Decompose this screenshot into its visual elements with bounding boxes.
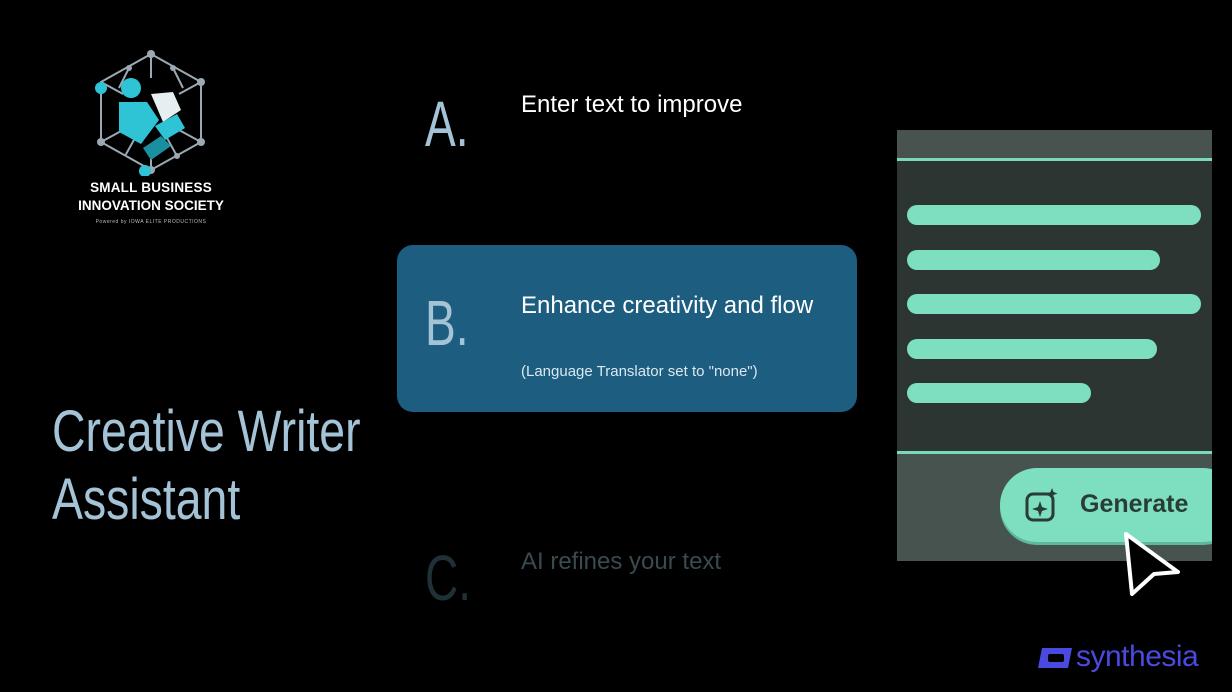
text-line-placeholder [907, 205, 1201, 225]
text-line-placeholder [907, 383, 1091, 403]
synthesia-logo-icon [1038, 648, 1072, 668]
page-title: Creative Writer Assistant [52, 398, 361, 534]
step-text: AI refines your text [521, 548, 722, 575]
step-text: Enhance creativity and flow [521, 292, 814, 319]
step-letter: A. [425, 88, 469, 160]
pointer-cursor-icon [1124, 532, 1180, 596]
step-letter: C. [425, 542, 472, 614]
sparkle-plus-icon [1025, 488, 1058, 522]
watermark-text: synthesia [1076, 640, 1199, 673]
text-line-placeholder [907, 339, 1157, 359]
logo-line-3: Powered by IOWA ELITE PRODUCTIONS [95, 219, 207, 225]
step-text: Enter text to improve [521, 91, 743, 118]
step-letter: B. [425, 287, 469, 359]
page-title-line-1: Creative Writer [52, 399, 361, 464]
text-editor-panel: Generate [897, 130, 1212, 561]
hexagon-network-emblem-icon [95, 50, 205, 176]
editor-text-area[interactable] [897, 161, 1212, 454]
step-c: C. AI refines your text [397, 540, 857, 620]
text-line-placeholder [907, 250, 1160, 270]
editor-toolbar [897, 130, 1212, 161]
logo-line-2: INNOVATION SOCIETY [78, 198, 224, 213]
page-title-line-2: Assistant [52, 467, 241, 532]
brand-logo: SMALL BUSINESS INNOVATION SOCIETY Powere… [66, 48, 236, 233]
step-note: (Language Translator set to "none") [521, 363, 758, 380]
synthesia-watermark: synthesia [1036, 640, 1216, 676]
generate-button[interactable]: Generate [1000, 468, 1212, 542]
step-a: A. Enter text to improve [397, 80, 857, 170]
logo-line-1: SMALL BUSINESS [90, 180, 212, 195]
generate-button-label: Generate [1080, 490, 1189, 518]
text-line-placeholder [907, 294, 1201, 314]
step-b-active: B. Enhance creativity and flow (Language… [397, 245, 857, 412]
